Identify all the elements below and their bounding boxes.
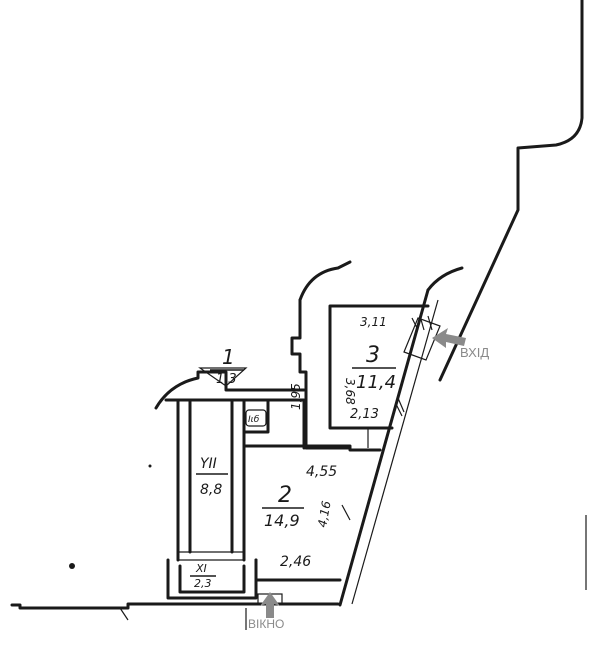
- dimension-3-11: 3,11: [360, 315, 387, 329]
- room-3-area: 11,4: [356, 372, 396, 393]
- dimension-3-68: 3,68: [343, 378, 357, 405]
- toilet-label: Ιιб: [248, 415, 260, 425]
- room-7-number: YII: [200, 456, 217, 472]
- room-1-walls: [154, 370, 306, 410]
- outer-building-outline: [438, 0, 584, 382]
- diagonal-inner-wall: [351, 299, 439, 605]
- dimension-2-13: 2,13: [350, 407, 379, 422]
- scan-dot: [69, 563, 75, 569]
- room-1-triangle: [198, 367, 248, 387]
- room-3-walls: [328, 304, 430, 430]
- window-arrow-icon: [260, 592, 280, 618]
- room-6-walls: [166, 558, 258, 600]
- room-7-walls: [164, 398, 246, 562]
- upper-outside-line: [298, 260, 464, 302]
- room-6-area: 2,3: [194, 577, 212, 590]
- room-1-area: 1,3: [216, 372, 237, 387]
- facade-tick: [119, 607, 129, 621]
- window-hatch-right: [341, 397, 405, 521]
- toilet-fixture: [245, 409, 267, 427]
- dimension-1-95: 1,95: [289, 383, 303, 410]
- scan-dot-2: [148, 464, 152, 468]
- dimension-4-16: 4,16: [315, 499, 333, 528]
- dimension-2-46: 2,46: [280, 554, 311, 570]
- entrance-label: ВХІД: [460, 345, 489, 360]
- room-2-number: 2: [278, 483, 292, 508]
- room-3-number: 3: [366, 343, 380, 368]
- room-2-walls: [242, 430, 382, 582]
- room-7-area: 8,8: [200, 482, 222, 498]
- room-7-bottom: [178, 551, 244, 561]
- facade-ground-line: [10, 602, 340, 610]
- bathroom-walls: [242, 398, 306, 450]
- window-label: ВІКНО: [248, 617, 284, 631]
- room-6-number: XI: [195, 562, 207, 575]
- room-2-area: 14,9: [264, 511, 300, 530]
- dimension-4-55: 4,55: [306, 464, 337, 480]
- diagonal-outer-wall: [338, 288, 430, 607]
- room-1-number: 1: [222, 345, 235, 369]
- room-3-left-wall-outer: [290, 298, 352, 450]
- entrance-door-block: [403, 317, 441, 361]
- entrance-door-hatch: [411, 315, 433, 331]
- entrance-arrow-icon: [432, 328, 466, 348]
